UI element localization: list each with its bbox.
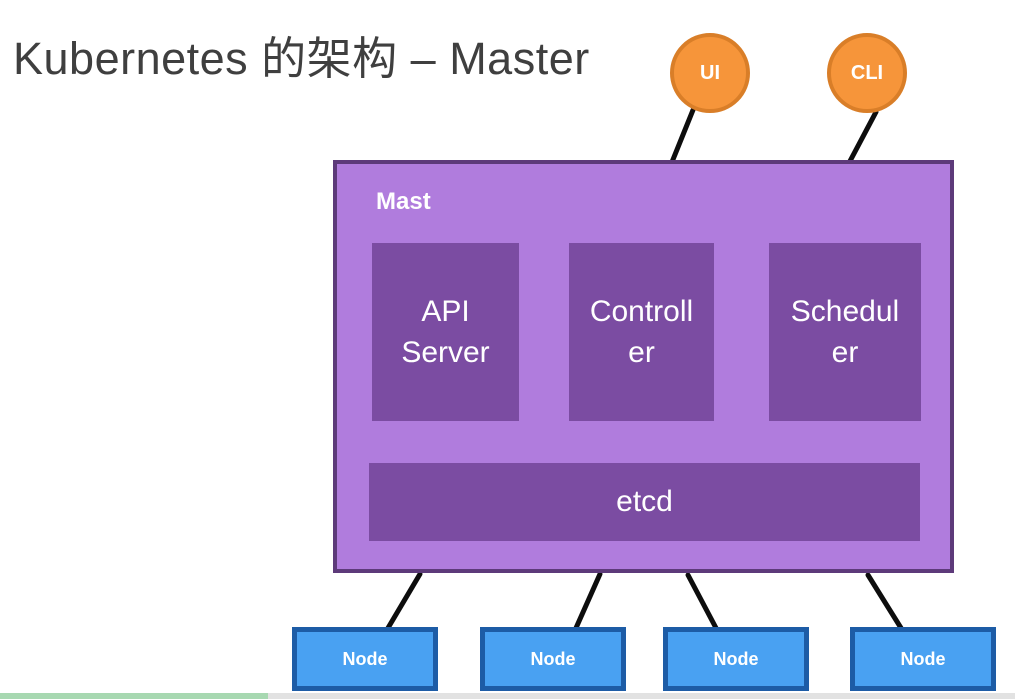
component-scheduler-label: Scheduler	[790, 294, 900, 369]
node-box-1: Node	[292, 627, 438, 691]
component-scheduler: Scheduler	[769, 243, 921, 421]
video-progress-played[interactable]	[0, 693, 268, 699]
node-label-3: Node	[713, 648, 759, 669]
cli-client-circle: CLI	[827, 33, 907, 113]
connector-master-to-node-3	[685, 572, 719, 631]
node-label-1: Node	[342, 648, 388, 669]
connector-master-to-node-2	[573, 571, 603, 631]
component-api-server-label: API Server	[401, 294, 490, 369]
connector-cli-to-master	[846, 109, 879, 166]
component-controller: Controller	[569, 243, 714, 421]
ui-client-circle: UI	[670, 33, 750, 113]
slide-title: Kubernetes 的架构 – Master	[13, 33, 590, 84]
component-controller-label: Controller	[589, 294, 694, 369]
node-box-4: Node	[850, 627, 996, 691]
ui-client-label: UI	[700, 61, 720, 84]
cli-client-label: CLI	[850, 61, 884, 84]
node-label-4: Node	[900, 648, 946, 669]
component-api-server: API Server	[372, 243, 519, 421]
video-progress-bar[interactable]	[0, 693, 1015, 699]
node-label-2: Node	[530, 648, 576, 669]
connector-master-to-node-4	[865, 572, 904, 631]
master-box: Mast API Server Controller Scheduler etc…	[333, 160, 954, 573]
node-box-3: Node	[663, 627, 809, 691]
connector-ui-to-master	[669, 107, 696, 165]
connector-master-to-node-1	[385, 571, 423, 631]
etcd-box: etcd	[369, 463, 920, 541]
etcd-label: etcd	[616, 485, 673, 518]
master-label: Mast	[376, 188, 431, 215]
node-box-2: Node	[480, 627, 626, 691]
